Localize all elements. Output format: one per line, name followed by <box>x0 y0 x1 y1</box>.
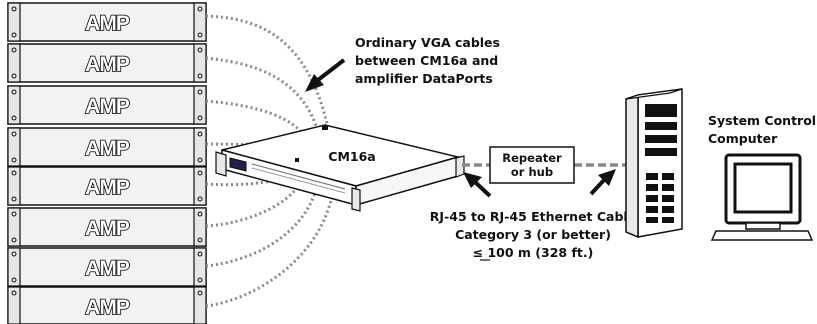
vga-cable <box>205 99 307 137</box>
vga-note: Ordinary VGA cables between CM16a and am… <box>355 35 500 86</box>
cm16a-label: CM16a <box>328 149 375 164</box>
amplifier-unit: AMP <box>7 43 207 83</box>
cm16a-device: CM16a <box>215 124 465 212</box>
vga-note-line: Ordinary VGA cables <box>355 35 500 50</box>
amplifier-unit: AMP <box>7 2 207 42</box>
amplifier-unit: AMP <box>7 207 207 247</box>
computer-label-line: System Controller <box>708 113 817 128</box>
computer-tower <box>625 88 683 239</box>
repeater-sublabel: or hub <box>511 165 553 179</box>
amplifier-label: AMP <box>85 257 130 280</box>
vga-cable <box>205 189 318 268</box>
amplifier-label: AMP <box>85 95 130 118</box>
vga-cable <box>205 14 330 129</box>
amplifier-label: AMP <box>85 217 130 240</box>
ethernet-arrow-right <box>589 169 616 196</box>
computer-monitor <box>710 153 814 241</box>
amplifier-label: AMP <box>85 12 130 35</box>
computer-label-line: Computer <box>708 131 778 146</box>
ethernet-arrow-left <box>463 172 492 198</box>
vga-note-line: amplifier DataPorts <box>355 71 493 86</box>
repeater-label: Repeater <box>502 151 562 165</box>
amplifier-label: AMP <box>85 296 130 319</box>
vga-note-line: between CM16a and <box>355 53 498 68</box>
amplifier-unit: AMP <box>7 85 207 125</box>
ethernet-note-line: RJ-45 to RJ-45 Ethernet Cable <box>430 209 636 224</box>
amplifier-label: AMP <box>85 53 130 76</box>
vga-arrow <box>305 58 346 92</box>
repeater-hub: Repeater or hub <box>489 146 575 184</box>
vga-cable <box>205 183 302 228</box>
ethernet-note-line: ≤ 100 m (328 ft.) <box>473 245 594 260</box>
amplifier-label: AMP <box>85 176 130 199</box>
amplifier-unit: AMP <box>7 247 207 287</box>
amplifier-unit: AMP <box>7 286 207 324</box>
vga-cable <box>205 195 334 308</box>
amplifier-unit: AMP <box>7 166 207 206</box>
amplifier-unit: AMP <box>7 127 207 167</box>
ethernet-note: RJ-45 to RJ-45 Ethernet Cable Category 3… <box>430 209 636 261</box>
amplifier-stack: AMP AMP AMP <box>7 2 207 324</box>
vga-cable <box>205 174 291 187</box>
amplifier-label: AMP <box>85 137 130 160</box>
vga-cable <box>205 56 320 133</box>
computer-label: System Controller Computer <box>708 113 817 146</box>
ethernet-note-line: Category 3 (or better) <box>455 227 611 242</box>
